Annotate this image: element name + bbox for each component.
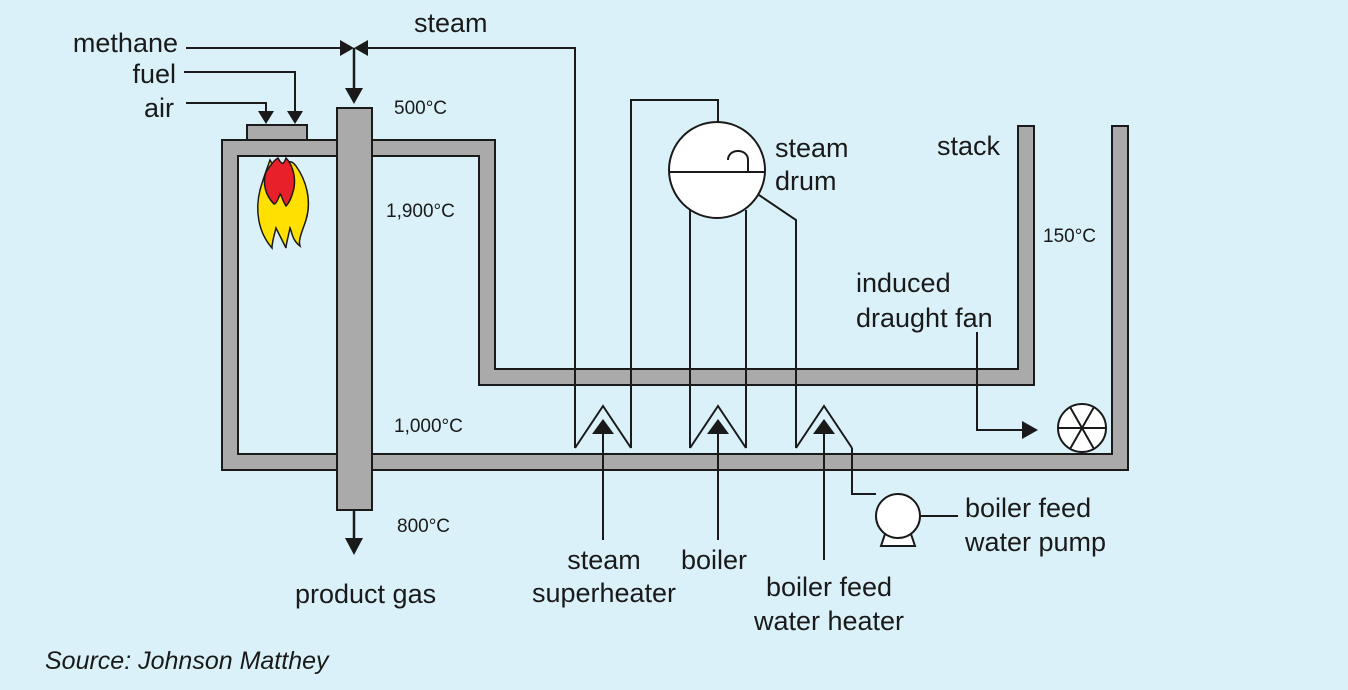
feed-heater-label-2: water heater [753, 606, 904, 636]
superheater-label-1: steam [567, 545, 641, 575]
temp-800: 800°C [397, 516, 450, 537]
steam-drum-label-1: steam [775, 133, 849, 163]
steam-return-line [368, 47, 576, 448]
superheater-label-2: superheater [532, 578, 676, 608]
drum-piping [630, 99, 876, 495]
boiler-label: boiler [681, 545, 747, 575]
pump-icon [875, 493, 958, 547]
reformer-tube [336, 107, 373, 511]
flue-gas-duct [221, 125, 1129, 471]
boiler-coil [689, 404, 747, 540]
temp-500: 500°C [394, 98, 447, 119]
temp-1000: 1,000°C [394, 416, 463, 437]
product-gas-label: product gas [295, 579, 436, 609]
feed-water-heater-coil [795, 404, 853, 560]
flame-icon [257, 156, 310, 250]
fan-label-2: draught fan [856, 303, 993, 333]
feed-heater-label-1: boiler feed [766, 572, 892, 602]
fan-label-1: induced [856, 268, 951, 298]
steam-label: steam [414, 8, 488, 38]
steam-drum-label-2: drum [775, 166, 837, 196]
pump-label-1: boiler feed [965, 493, 1091, 523]
fan-icon [1057, 403, 1107, 453]
pump-label-2: water pump [964, 527, 1106, 557]
input-lines [184, 47, 343, 124]
burner [246, 124, 308, 141]
methane-label: methane [73, 28, 178, 58]
fan-pointer [976, 332, 1038, 439]
temp-1900: 1,900°C [386, 201, 455, 222]
stack-label: stack [937, 131, 1001, 161]
steam-drum-icon [668, 121, 766, 219]
product-gas-outlet [345, 510, 363, 555]
steam-superheater-coil [574, 404, 632, 540]
fuel-label: fuel [132, 59, 176, 89]
mixing-valve-icon [340, 40, 368, 104]
source-caption: Source: Johnson Matthey [45, 647, 330, 675]
temp-150: 150°C [1043, 226, 1096, 247]
air-label: air [144, 93, 174, 123]
